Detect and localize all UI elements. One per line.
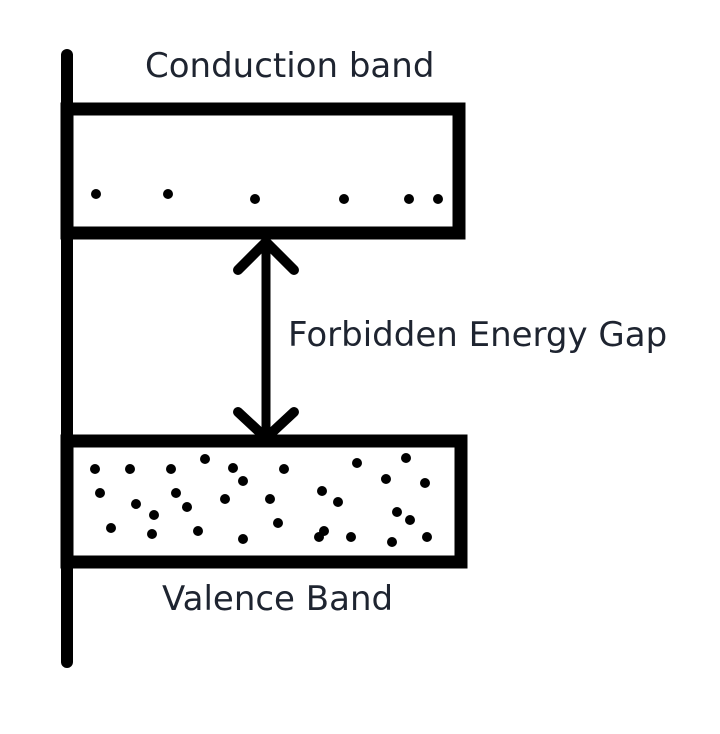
electron-dot: [90, 464, 100, 474]
valence-band-electrons: [90, 453, 432, 547]
electron-dot: [200, 454, 210, 464]
electron-dot: [91, 189, 101, 199]
conduction-band-box: [60, 102, 466, 240]
electron-dot: [166, 464, 176, 474]
arrow-head-up-icon: [233, 237, 299, 275]
electron-dot: [404, 194, 414, 204]
electron-dot: [238, 476, 248, 486]
electron-dot: [387, 537, 397, 547]
electron-dot: [171, 488, 181, 498]
electron-dot: [265, 494, 275, 504]
electron-dot: [131, 499, 141, 509]
arrow-head-down-icon: [233, 407, 299, 443]
electron-dot: [228, 463, 238, 473]
energy-gap-arrow: [233, 237, 299, 443]
electron-dot: [125, 464, 135, 474]
electron-dot: [405, 515, 415, 525]
electron-dot: [392, 507, 402, 517]
electron-dot: [433, 194, 443, 204]
electron-dot: [346, 532, 356, 542]
electron-dot: [339, 194, 349, 204]
electron-dot: [317, 486, 327, 496]
electron-dot: [182, 502, 192, 512]
electron-dot: [238, 534, 248, 544]
electron-dot: [279, 464, 289, 474]
electron-dot: [147, 529, 157, 539]
conduction-band-electrons: [91, 189, 443, 204]
electron-dot: [401, 453, 411, 463]
electron-dot: [193, 526, 203, 536]
electron-dot: [106, 523, 116, 533]
electron-dot: [381, 474, 391, 484]
electron-dot: [220, 494, 230, 504]
electron-dot: [250, 194, 260, 204]
electron-dot: [273, 518, 283, 528]
electron-dot: [149, 510, 159, 520]
electron-dot: [95, 488, 105, 498]
electron-dot: [352, 458, 362, 468]
electron-dot: [422, 532, 432, 542]
energy-gap-label: Forbidden Energy Gap: [288, 315, 667, 355]
electron-dot: [420, 478, 430, 488]
electron-dot: [333, 497, 343, 507]
electron-dot: [163, 189, 173, 199]
valence-band-label: Valence Band: [162, 579, 393, 619]
electron-dot: [319, 526, 329, 536]
conduction-band-label: Conduction band: [145, 46, 434, 86]
